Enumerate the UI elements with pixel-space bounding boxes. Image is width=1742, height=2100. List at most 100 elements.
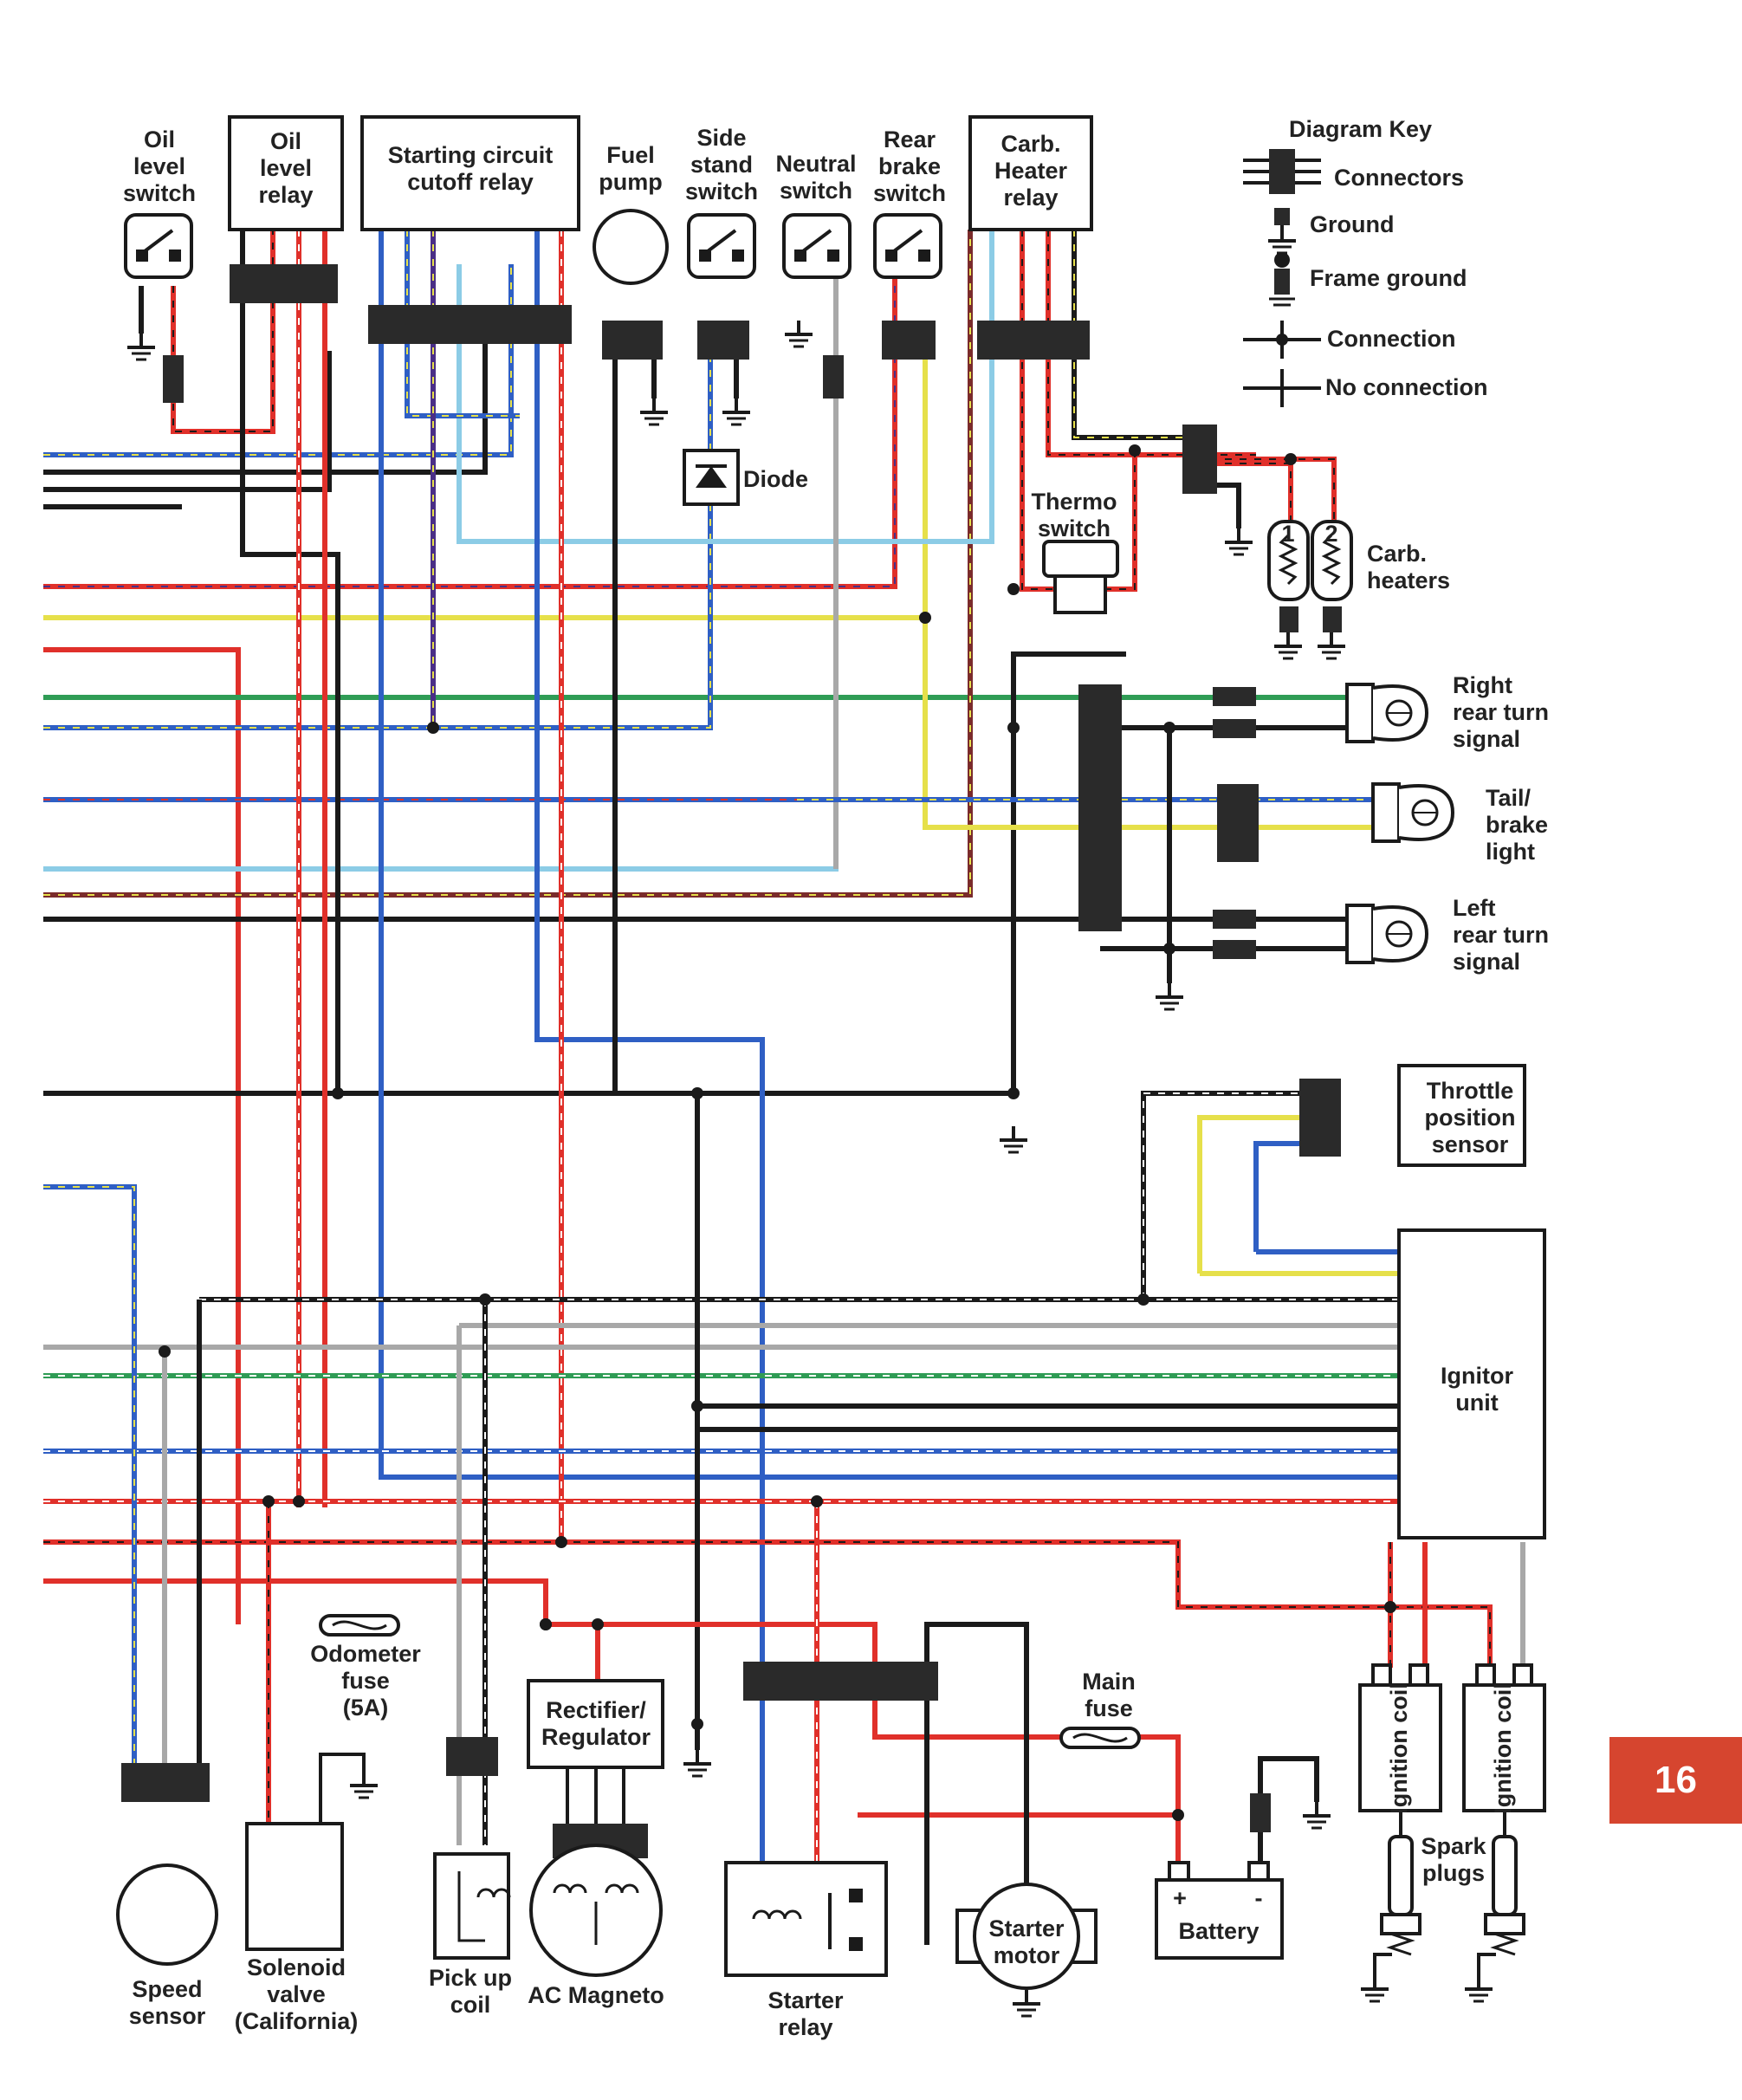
starter-relay-box xyxy=(724,1861,888,1977)
solenoid-valve-box xyxy=(245,1822,344,1951)
tps-connector xyxy=(1299,1079,1341,1157)
pick-up-coil-winding xyxy=(476,1888,511,1898)
wire-tps xyxy=(1141,1091,1308,1300)
rear-lights-connector xyxy=(1078,684,1122,931)
right-rear-turn-signal xyxy=(1345,683,1429,743)
odometer-fuse xyxy=(319,1614,400,1637)
label-battery-plus: + xyxy=(1173,1885,1187,1911)
junction-ign-1 xyxy=(1137,1293,1149,1306)
wire-ign-red3 xyxy=(43,1578,548,1624)
key-connectors: Connectors xyxy=(1334,165,1464,191)
side-stand-ground xyxy=(722,399,750,426)
key-title: Diagram Key xyxy=(1289,116,1432,142)
junction-rectifier xyxy=(691,1718,703,1730)
wire-black-gnd-v xyxy=(1011,651,1126,1093)
junction-yellow xyxy=(919,612,931,624)
fuel-pump-connector xyxy=(602,321,663,360)
junction-odo xyxy=(540,1618,552,1630)
junction-coil xyxy=(1384,1601,1396,1613)
fuel-pump xyxy=(593,209,669,285)
wire-bl-y-2 xyxy=(43,364,713,730)
oil-switch-connector xyxy=(163,355,184,403)
pick-up-coil xyxy=(433,1852,510,1960)
oil-level-switch xyxy=(124,213,193,279)
pickup-connector xyxy=(446,1737,498,1776)
wire-sc-blue2-tracer xyxy=(406,230,520,417)
junction-rt2 xyxy=(1163,722,1175,734)
wire-speed-bl xyxy=(43,1184,137,1793)
carb-heater-connector xyxy=(977,321,1090,360)
side-stand-switch xyxy=(687,213,756,279)
wire-bl-y-2-tracer xyxy=(43,364,711,729)
starting-cutoff-connector xyxy=(368,305,572,344)
main-frame-ground xyxy=(1000,1126,1027,1154)
junction-carb-b xyxy=(1285,453,1297,465)
carb-heater-ground xyxy=(1225,528,1253,556)
right-turn-conn-b xyxy=(1213,719,1256,738)
neutral-ground xyxy=(785,321,813,348)
label-rectifier-regulator: Rectifier/Regulator xyxy=(541,1697,651,1750)
junction-ign-2 xyxy=(479,1293,491,1306)
junction-battery xyxy=(1172,1809,1184,1821)
junction-ign-4 xyxy=(159,1345,171,1358)
junction-black-main-3 xyxy=(1007,1087,1020,1099)
key-frame-ground: Frame ground xyxy=(1310,265,1467,291)
oil-level-relay-box xyxy=(228,115,344,231)
wire-black-relay xyxy=(240,230,340,1093)
rear-brake-connector xyxy=(882,321,936,360)
key-connection: Connection xyxy=(1327,326,1456,352)
carb-heater-1 xyxy=(1267,520,1310,601)
ac-magneto-coil-b xyxy=(605,1883,639,1894)
wire-ign-red-dash2-tracer xyxy=(43,1541,1491,1668)
ignition-coil-label: Ignition coil xyxy=(1490,1682,1516,1813)
junction-carb-a xyxy=(1129,444,1141,457)
diode xyxy=(683,449,740,506)
tail-brake-light xyxy=(1371,782,1455,843)
wire-speed-bl-tracer xyxy=(43,1186,135,1793)
wire-battery-red xyxy=(858,1812,1181,1867)
battery-box xyxy=(1155,1861,1284,1960)
wire-oil-sw-tracer xyxy=(172,230,274,432)
label-coil-number-2: 2 xyxy=(1324,521,1337,547)
carb-heater-2 xyxy=(1311,520,1353,601)
side-stand-connector xyxy=(697,321,749,360)
neutral-connector xyxy=(823,355,844,399)
solenoid-ground-lead xyxy=(319,1753,366,1824)
left-turn-conn-b xyxy=(1213,940,1256,959)
page-number-tab: 16 xyxy=(1609,1737,1742,1824)
ignition-coil-1 xyxy=(1358,1663,1442,1975)
wire-carb-4-tracer xyxy=(1195,458,1335,520)
junction-black-main-1 xyxy=(332,1087,344,1099)
ac-magneto-coil-a xyxy=(553,1883,587,1894)
key-ground xyxy=(1268,227,1296,255)
solenoid-ground xyxy=(350,1772,378,1799)
ignition-coil-label: Ignition coil xyxy=(1386,1682,1412,1813)
carb-heater-1-ground xyxy=(1274,632,1302,660)
left-rear-turn-signal xyxy=(1345,904,1429,964)
junction-ign-7 xyxy=(811,1495,823,1507)
junction-thermo xyxy=(1007,583,1020,595)
oil-relay-connector xyxy=(230,264,338,303)
carb-heater-relay-box xyxy=(968,115,1093,231)
wire-lb-v xyxy=(457,230,994,544)
spark-plug-1-ground xyxy=(1361,1975,1389,2003)
wire-carb-3 xyxy=(1072,230,1195,440)
